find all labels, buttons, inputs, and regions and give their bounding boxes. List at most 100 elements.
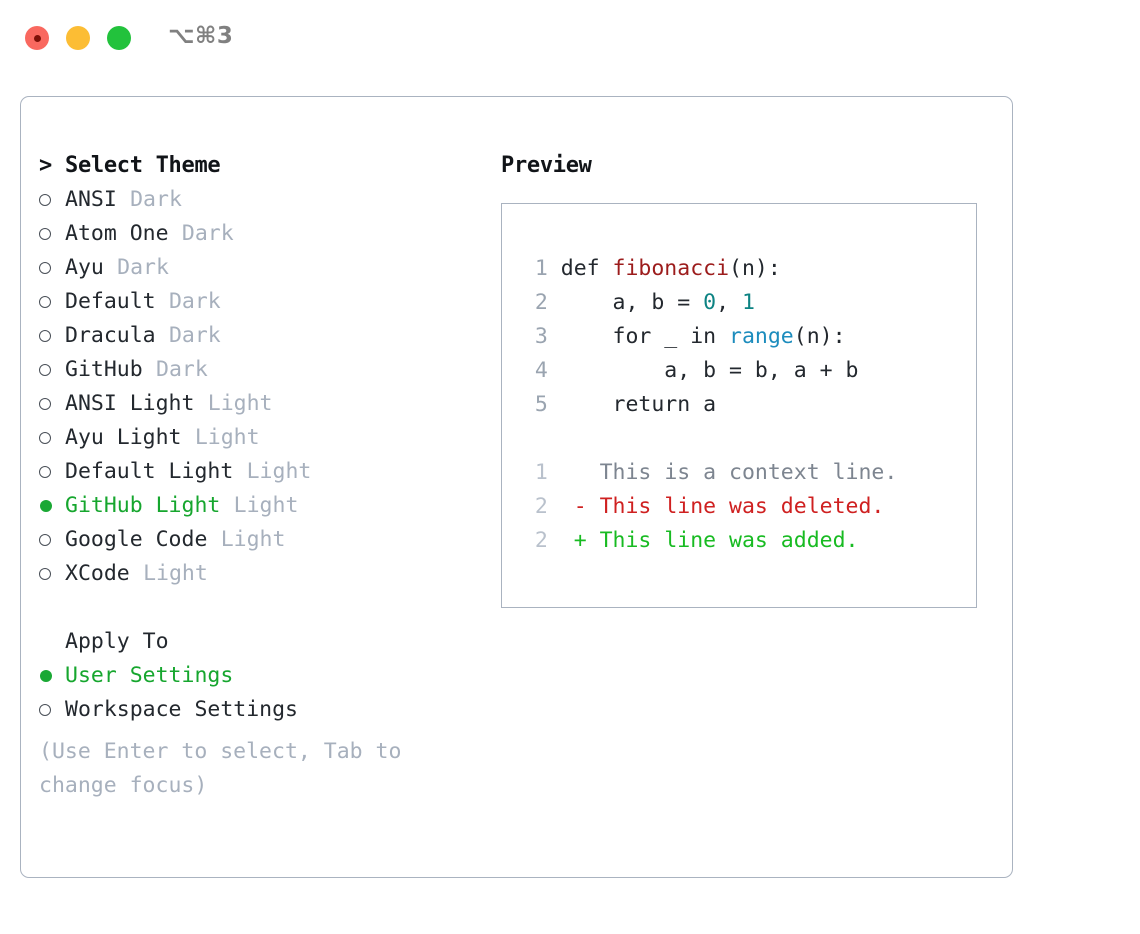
radio-unselected-icon[interactable] xyxy=(39,557,65,591)
radio-selected-icon[interactable] xyxy=(39,659,65,693)
title-bar: ⌥⌘3 xyxy=(0,0,1140,76)
traffic-light-buttons xyxy=(25,26,131,50)
code-token: range xyxy=(729,324,794,349)
theme-name: Atom One xyxy=(65,221,169,246)
zoom-window-button[interactable] xyxy=(107,26,131,50)
theme-list-item[interactable]: Ayu Dark xyxy=(39,251,479,285)
radio-unselected-icon[interactable] xyxy=(39,353,65,387)
theme-kind-badge: Light xyxy=(207,391,273,416)
theme-kind-badge: Light xyxy=(194,425,260,450)
apply-to-option[interactable]: User Settings xyxy=(39,659,479,693)
diff-line-number: 1 xyxy=(534,460,548,485)
theme-kind-badge: Dark xyxy=(168,289,221,314)
radio-mark xyxy=(39,194,51,206)
code-line: 3 for _ in range(n): xyxy=(522,320,976,354)
radio-unselected-icon[interactable] xyxy=(39,387,65,421)
radio-unselected-icon[interactable] xyxy=(39,319,65,353)
radio-unselected-icon[interactable] xyxy=(39,455,65,489)
theme-name: Ayu xyxy=(65,255,104,280)
code-line: 2 a, b = 0, 1 xyxy=(522,286,976,320)
theme-kind-badge: Light xyxy=(233,493,299,518)
code-line: 1 def fibonacci(n): xyxy=(522,252,976,286)
radio-unselected-icon[interactable] xyxy=(39,183,65,217)
radio-unselected-icon[interactable] xyxy=(39,523,65,557)
minimize-window-button[interactable] xyxy=(66,26,90,50)
theme-name: Dracula xyxy=(65,323,156,348)
apply-to-header: Apply To xyxy=(39,625,479,659)
radio-mark xyxy=(39,296,51,308)
radio-mark xyxy=(39,228,51,240)
theme-list-item[interactable]: GitHub Light Light xyxy=(39,489,479,523)
diff-line: 1 This is a context line. xyxy=(522,456,976,490)
preview-title: Preview xyxy=(501,153,592,178)
code-token: , xyxy=(716,290,742,315)
theme-picker-header: > Select Theme xyxy=(39,149,479,183)
theme-kind-badge: Dark xyxy=(168,323,221,348)
radio-mark xyxy=(39,670,52,682)
diff-line-number: 2 xyxy=(534,528,548,553)
caret-icon: > xyxy=(39,153,52,178)
radio-mark xyxy=(39,568,51,580)
theme-list-item[interactable]: Default Dark xyxy=(39,285,479,319)
theme-kind-badge: Dark xyxy=(117,255,169,280)
theme-name: GitHub xyxy=(65,357,143,382)
diff-sign xyxy=(574,460,587,485)
diff-line: 2 - This line was deleted. xyxy=(522,490,976,524)
code-token: 1 xyxy=(741,290,755,315)
diff-sample: 1 This is a context line.2 - This line w… xyxy=(522,456,976,558)
diff-line-number: 2 xyxy=(534,494,548,519)
keyboard-hint-line-2: change focus) xyxy=(39,773,208,798)
radio-unselected-icon[interactable] xyxy=(39,693,65,727)
diff-text: This is a context line. xyxy=(599,460,898,485)
radio-mark xyxy=(39,500,52,512)
radio-mark xyxy=(39,398,51,410)
theme-list-item[interactable]: GitHub Dark xyxy=(39,353,479,387)
radio-unselected-icon[interactable] xyxy=(39,421,65,455)
code-token: 0 xyxy=(703,290,717,315)
theme-kind-badge: Light xyxy=(143,561,208,586)
list-spacer xyxy=(39,591,479,625)
keyboard-hint: (Use Enter to select, Tab to change focu… xyxy=(39,735,459,803)
radio-unselected-icon[interactable] xyxy=(39,251,65,285)
diff-sign: + xyxy=(573,528,587,553)
apply-to-option-label: User Settings xyxy=(65,663,234,688)
theme-name: Google Code xyxy=(65,527,208,552)
radio-mark xyxy=(39,364,51,376)
theme-name: Default xyxy=(65,289,156,314)
preview-gap xyxy=(522,422,976,456)
theme-kind-badge: Dark xyxy=(181,221,234,246)
diff-sign: - xyxy=(573,494,587,519)
theme-kind-badge: Dark xyxy=(130,187,182,212)
code-token: (n): xyxy=(729,256,781,281)
code-token: for _ in xyxy=(560,324,730,349)
theme-kind-badge: Dark xyxy=(156,357,208,382)
theme-name: GitHub Light xyxy=(65,493,221,518)
close-window-button[interactable] xyxy=(25,26,49,50)
theme-kind-badge: Light xyxy=(246,459,312,484)
apply-to-option[interactable]: Workspace Settings xyxy=(39,693,479,727)
theme-list-item[interactable]: Dracula Dark xyxy=(39,319,479,353)
radio-selected-icon[interactable] xyxy=(39,489,65,523)
radio-unselected-icon[interactable] xyxy=(39,285,65,319)
code-line-number: 2 xyxy=(534,290,548,315)
radio-unselected-icon[interactable] xyxy=(39,217,65,251)
radio-mark xyxy=(39,330,51,342)
theme-list-item[interactable]: Atom One Dark xyxy=(39,217,479,251)
radio-mark xyxy=(39,262,51,274)
radio-mark xyxy=(39,534,51,546)
apply-to-label: Apply To xyxy=(65,629,169,654)
radio-mark xyxy=(39,466,51,478)
code-line-number: 5 xyxy=(534,392,548,417)
theme-picker-title: Select Theme xyxy=(65,153,221,178)
code-line: 5 return a xyxy=(522,388,976,422)
